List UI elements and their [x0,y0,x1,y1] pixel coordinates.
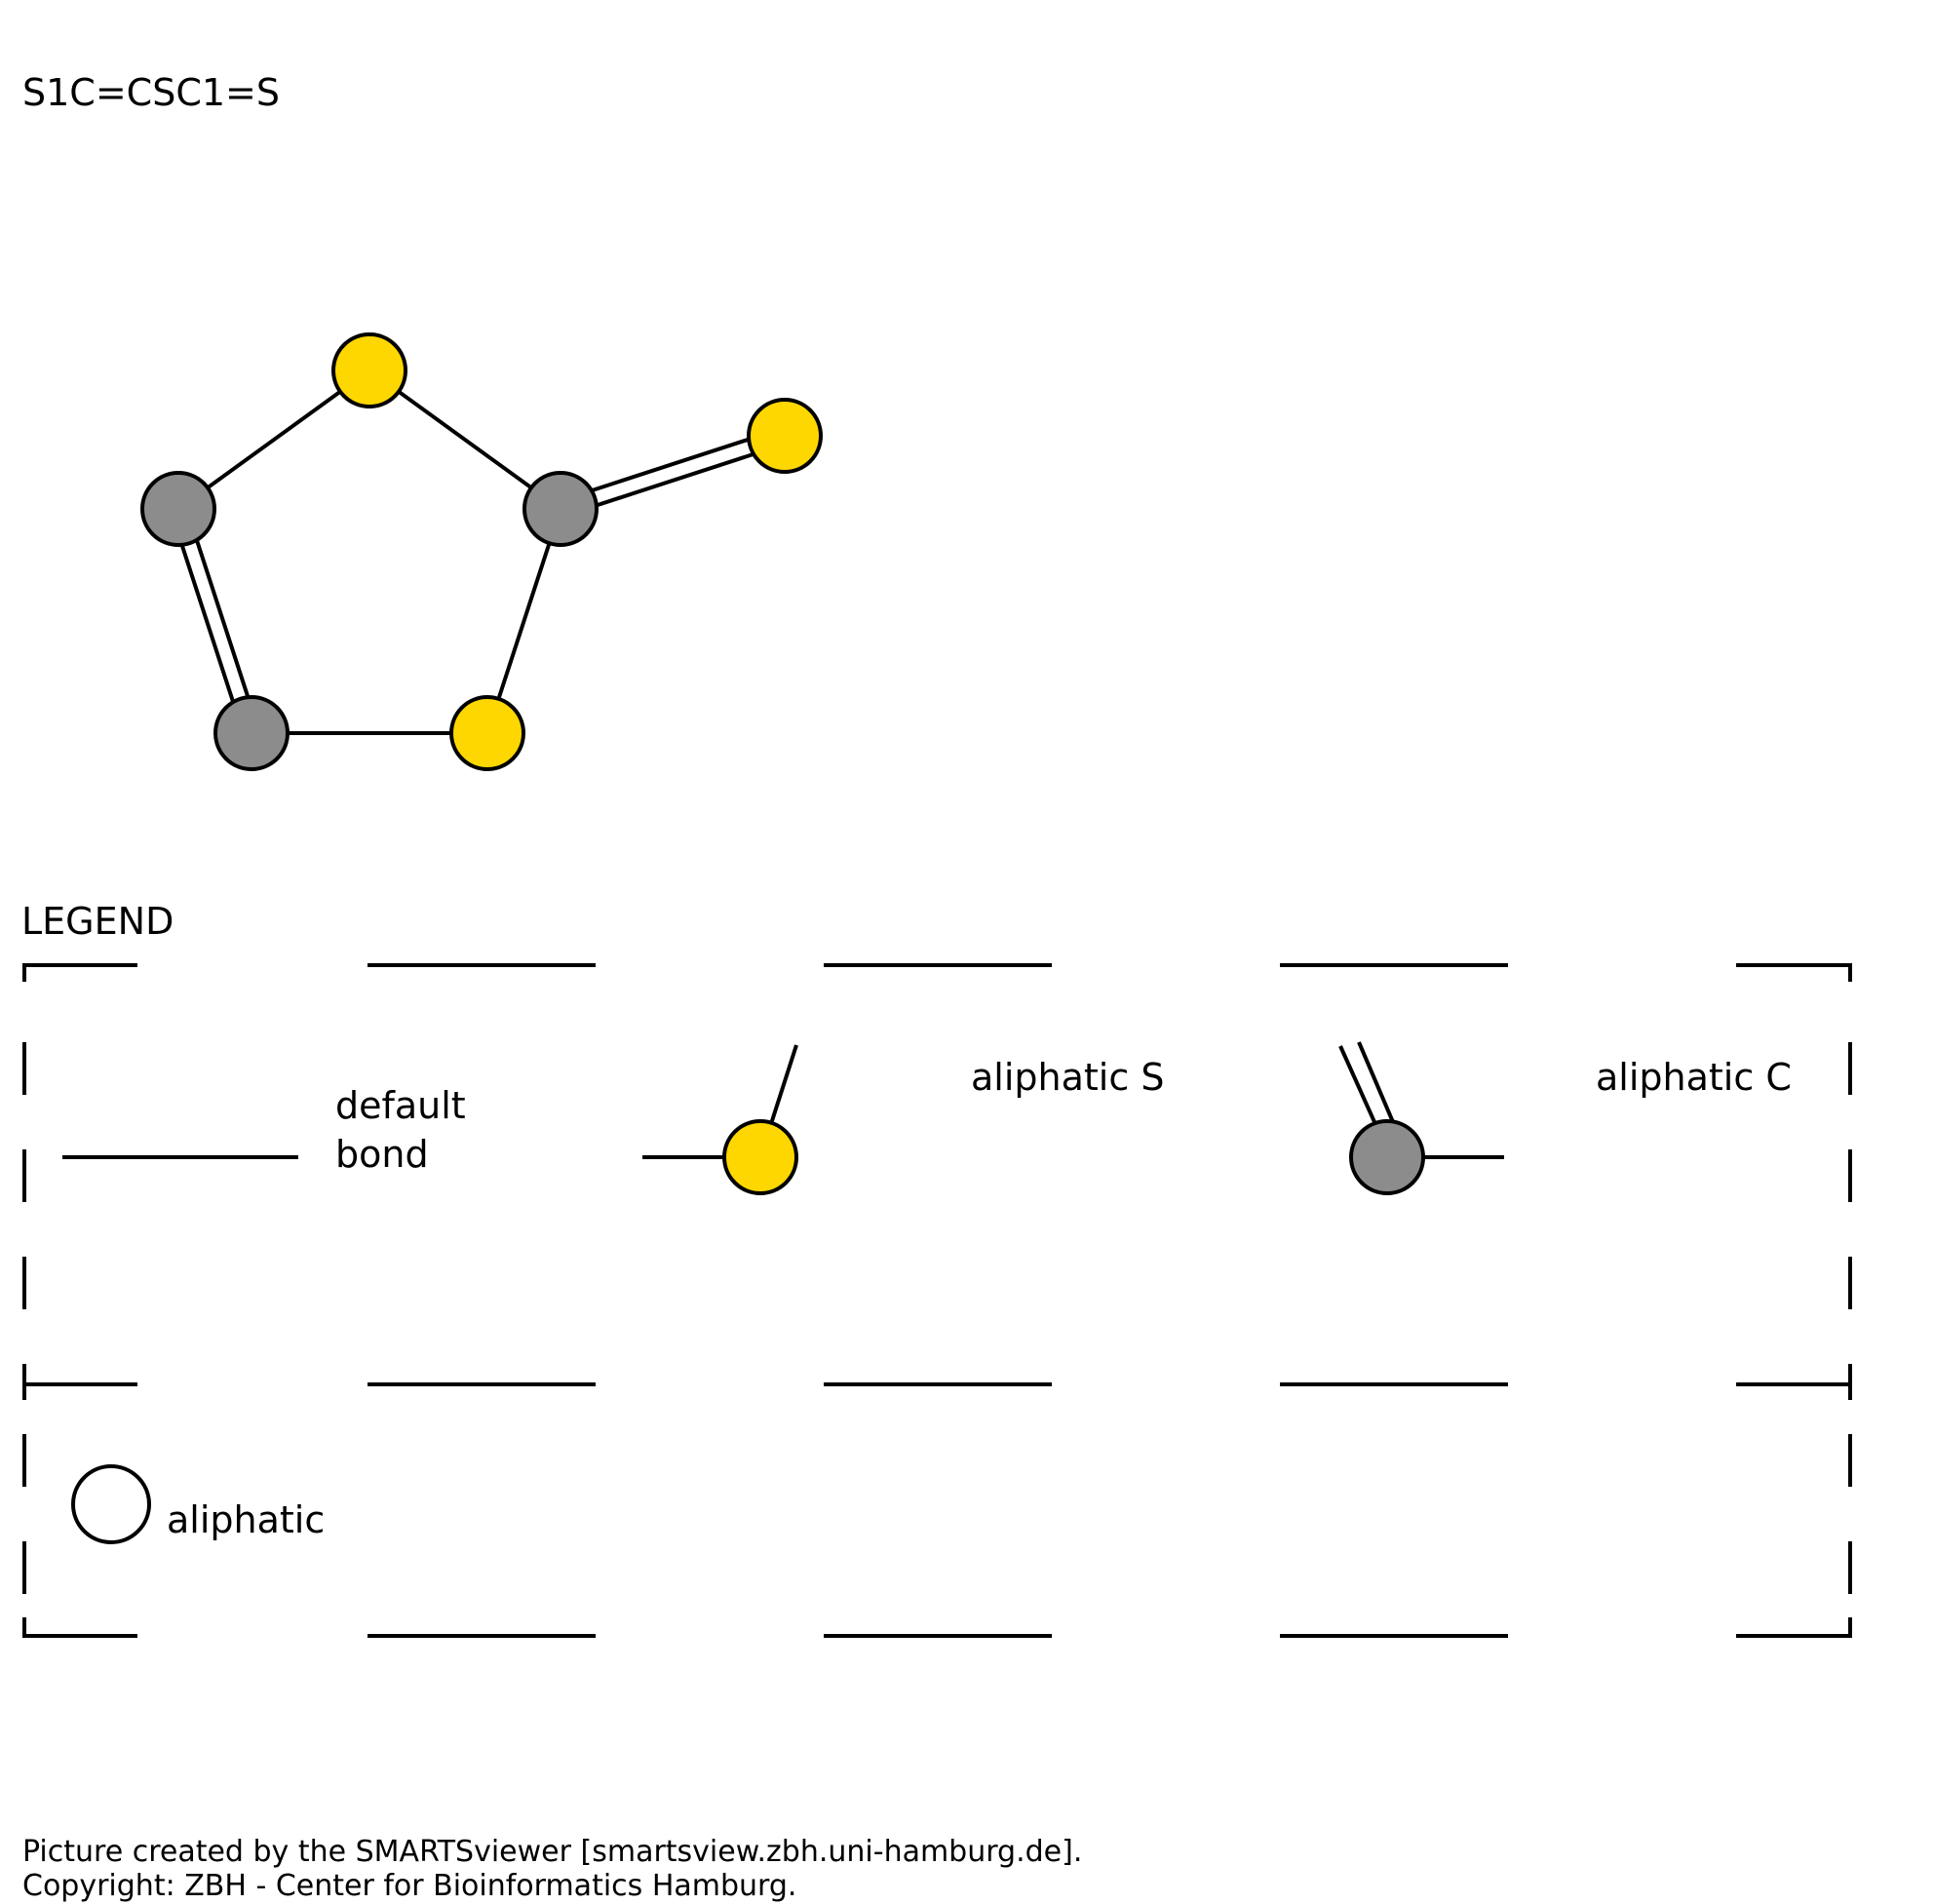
legend-aliphatic-c-label: aliphatic C [1596,1056,1792,1099]
bond-C5-S6-b [557,426,784,504]
atom-C3 [213,695,290,771]
molecule-atoms [140,332,823,771]
bond-C5-S6-a [561,441,789,519]
legend-aliphatic-circle [71,1464,151,1544]
legend-title: LEGEND [21,900,174,943]
bond-C5-S1 [367,369,562,511]
footer-copyright: Copyright: ZBH - Center for Bioinformati… [22,1869,796,1903]
legend-aliphatic-s-label: aliphatic S [971,1056,1164,1099]
atom-C2 [140,471,216,547]
footer-credit: Picture created by the SMARTSviewer [sma… [22,1835,1082,1869]
legend-default-bond-label-line1: default [335,1084,466,1127]
smiles-string: S1C=CSC1=S [22,71,280,114]
legend-aliphatic-c-sample [1338,1041,1504,1195]
atom-S1 [331,332,407,408]
legend-aliphatic-s-sample [642,1044,798,1195]
atom-C5 [522,471,599,547]
bond-S4-C5 [485,508,562,734]
bond-C2-C3-a [169,510,247,737]
bond-S1-C2 [176,369,371,511]
molecule-bonds [169,369,789,737]
atom-S4 [449,695,525,771]
legend-default-bond-label-line2: bond [335,1133,429,1176]
legend-frame [22,963,1852,1638]
atom-S6 [747,398,823,474]
bond-C2-C3-b [183,505,261,732]
legend-aliphatic-label: aliphatic [167,1498,325,1541]
